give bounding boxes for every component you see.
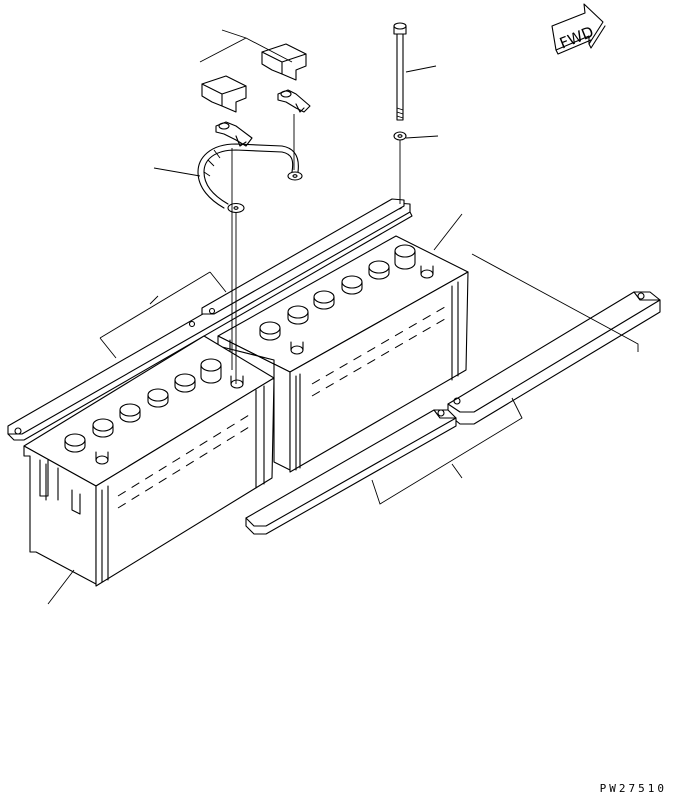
lower-tray bbox=[245, 409, 457, 535]
terminal-cover-left bbox=[201, 75, 247, 113]
battery-left bbox=[23, 335, 275, 587]
terminal-clamp-right bbox=[277, 89, 311, 113]
terminal-clamp-left bbox=[215, 121, 253, 147]
hold-down-bracket bbox=[201, 198, 405, 315]
terminal-cover-right bbox=[261, 43, 307, 81]
hold-down-bolt bbox=[393, 22, 407, 121]
drawing-code: PW27510 bbox=[599, 782, 667, 795]
battery-right bbox=[217, 235, 469, 473]
battery-cable bbox=[197, 143, 303, 214]
callout-leaders bbox=[47, 29, 639, 605]
fwd-arrow-icon: FWD bbox=[551, 3, 606, 55]
washer bbox=[393, 131, 407, 141]
front-tray bbox=[447, 291, 661, 425]
